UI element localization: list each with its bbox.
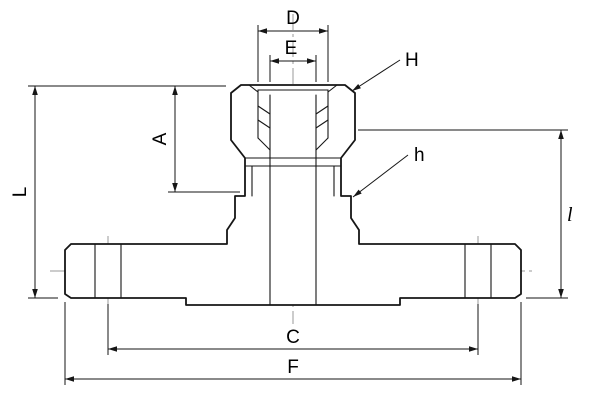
dim-label-top-diameter: D [286,8,300,29]
leader-h [352,154,409,198]
dim-label-bolt-circle: C [286,327,300,348]
part-geometry [64,84,522,306]
leader-H [351,59,401,92]
thread-detail-left-1 [257,105,271,115]
dim-label-bore-diameter: E [285,38,298,59]
arrow-C-right [469,346,478,352]
seat-cone-right [315,137,329,151]
arrow-L-bottom [32,289,38,298]
arrow-A-bottom [172,183,178,192]
seat-cone-left [257,137,271,151]
arrow-E-right [307,58,316,64]
arrow-D-right [319,28,328,34]
dimension-labels: D E H h A L l C F [10,8,573,378]
dim-label-right-height: l [567,204,573,226]
arrow-l-top [558,130,564,139]
dim-label-nut-callout: H [405,50,419,71]
arrow-leader-h [353,189,362,197]
arrow-F-right [512,376,521,382]
internal-details [94,84,492,306]
chamfer-right [327,84,338,93]
dim-label-flange-diameter: F [287,357,299,378]
arrow-D-left [258,28,267,34]
thread-detail-left-2 [257,119,271,129]
arrow-E-left [270,58,279,64]
dim-label-nut-height: A [150,132,171,145]
thread-detail-right-1 [315,105,329,115]
part-outline [64,84,522,306]
thread-detail-right-2 [315,119,329,129]
chamfer-left [248,84,259,93]
arrow-l-bottom [558,289,564,298]
dim-label-shoulder-callout: h [414,145,425,166]
arrow-A-top [172,86,178,95]
arrow-L-top [32,86,38,95]
arrow-leader-H [352,84,361,91]
dim-label-overall-height: L [10,187,31,198]
arrow-F-left [65,376,74,382]
arrowheads [32,28,564,382]
arrow-C-left [108,346,117,352]
